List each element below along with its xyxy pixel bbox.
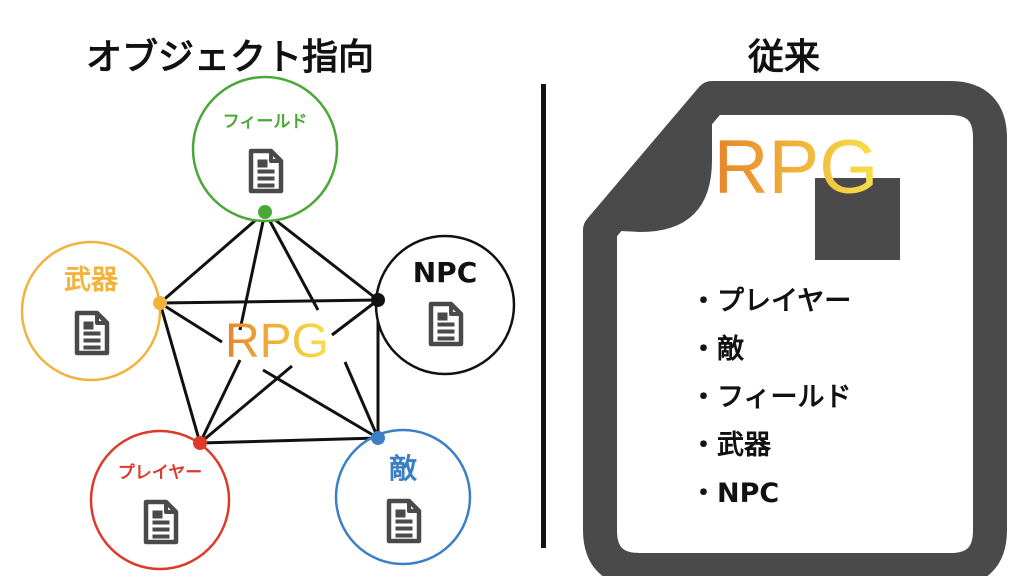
edge-weapon-npc [159, 298, 379, 305]
node-enemy: 敵 [334, 428, 472, 566]
object-oriented-title: オブジェクト指向 [86, 37, 375, 78]
list-item: ・プレイヤー [690, 286, 852, 317]
edge-field-player [238, 211, 267, 331]
node-npc: NPC [371, 234, 516, 376]
node-weapon-label: 武器 [64, 265, 119, 296]
traditional-title: 従来 [748, 37, 821, 78]
field-connector-dot [258, 205, 272, 219]
list-item: ・NPC [690, 478, 780, 509]
big-document-block [815, 178, 900, 260]
edge-npc-player-b [199, 364, 293, 445]
edge-weapon-player [158, 302, 202, 444]
node-player-label: プレイヤー [118, 462, 203, 483]
edge-field-weapon [159, 210, 266, 305]
edge-field-npc [264, 210, 379, 302]
player-connector-dot [193, 436, 207, 450]
node-player: プレイヤー [89, 429, 231, 571]
edge-field-enemy-b [343, 361, 380, 439]
connection-lines [158, 210, 380, 445]
divider [541, 84, 546, 548]
traditional-item-list: ・プレイヤー ・敵 ・フィールド ・武器 ・NPC [690, 278, 851, 518]
edge-npc-player [331, 298, 379, 337]
list-item: ・フィールド [690, 382, 852, 413]
node-weapon: 武器 [20, 240, 167, 382]
edge-weapon-enemy [159, 301, 223, 344]
node-field-label: フィールド [223, 112, 308, 132]
edge-player-enemy [199, 436, 379, 445]
npc-connector-dot [371, 293, 385, 307]
edge-field-player-b [198, 359, 242, 444]
edge-field-enemy [263, 211, 320, 311]
list-item: ・敵 [690, 334, 744, 365]
doc-rpg-label: RPG [714, 125, 879, 210]
enemy-connector-dot [371, 431, 385, 445]
center-rpg-label: RPG [225, 315, 329, 368]
node-npc-label: NPC [413, 256, 478, 289]
node-field: フィールド [191, 75, 339, 223]
list-item: ・武器 [690, 430, 771, 461]
weapon-connector-dot [153, 296, 167, 310]
node-enemy-label: 敵 [389, 452, 418, 485]
edge-weapon-enemy-b [262, 368, 379, 440]
big-document-icon [583, 81, 1007, 576]
